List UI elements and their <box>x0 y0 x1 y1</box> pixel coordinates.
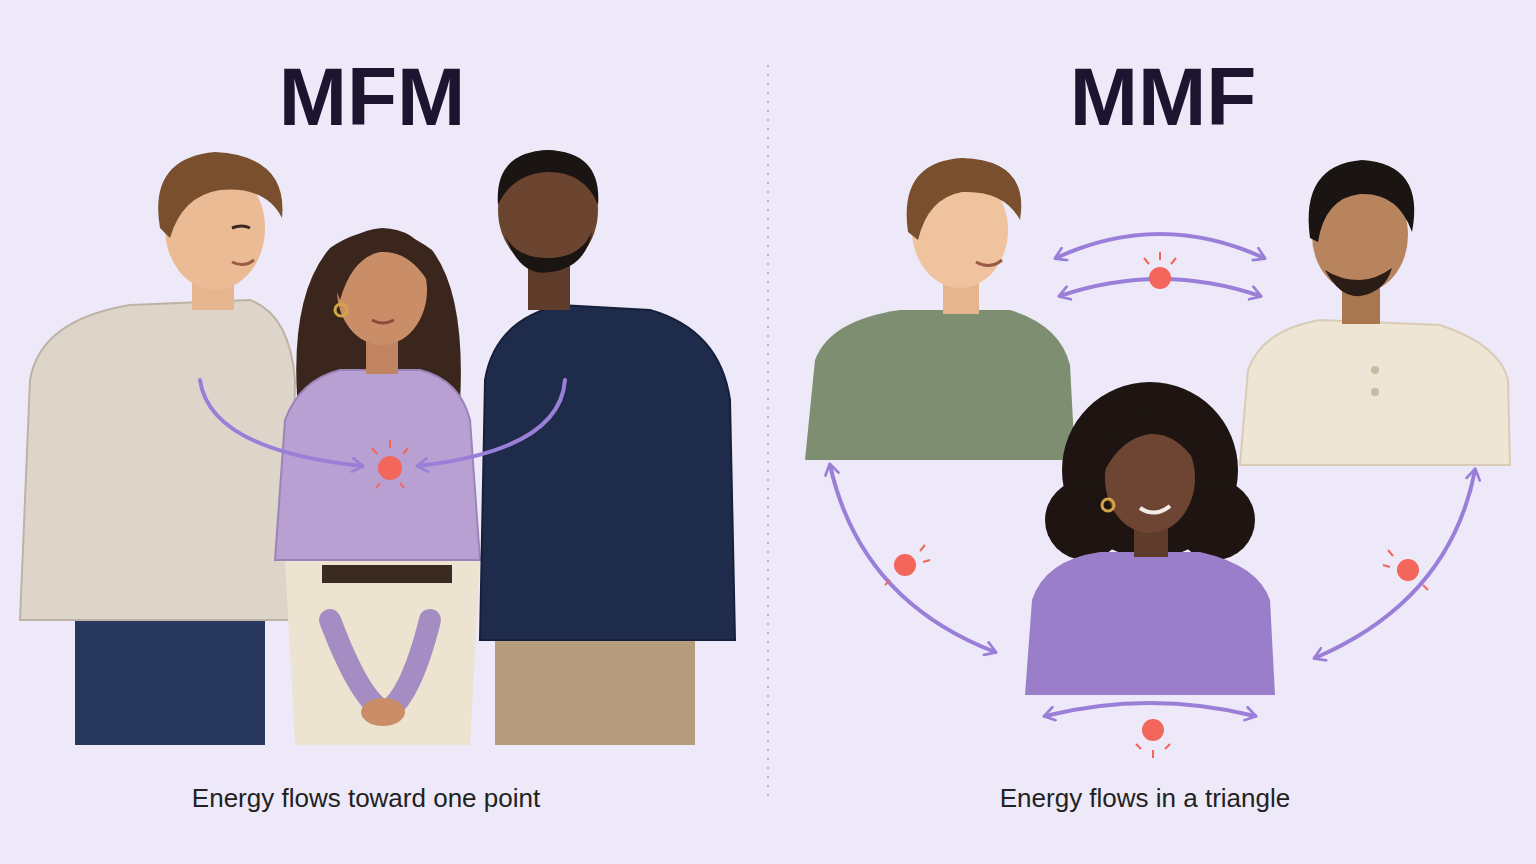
woman-figure <box>1025 382 1275 695</box>
rays <box>372 440 408 488</box>
rays <box>885 545 930 585</box>
dot <box>1149 267 1171 289</box>
button <box>1371 388 1379 396</box>
hands <box>361 698 405 726</box>
hair <box>1309 160 1415 242</box>
belt <box>322 565 452 583</box>
panel-heading: MMF <box>1070 52 1257 142</box>
hair-front <box>336 228 430 300</box>
sweater <box>480 305 735 640</box>
shirt <box>805 310 1075 460</box>
energy-dot <box>1383 550 1428 590</box>
beard <box>1325 268 1392 296</box>
rays <box>1144 252 1176 264</box>
eye <box>232 226 250 228</box>
button <box>1371 366 1379 374</box>
smile <box>976 260 1002 266</box>
hair <box>158 152 282 238</box>
divider <box>767 65 769 800</box>
rays <box>1383 550 1428 590</box>
top <box>1025 552 1275 695</box>
earring <box>335 304 347 316</box>
earring <box>1102 499 1114 511</box>
energy-arrow <box>830 465 995 652</box>
shirt <box>1240 320 1510 465</box>
energy-arrow <box>1045 703 1255 716</box>
dot <box>378 456 402 480</box>
energy-dot <box>885 545 930 585</box>
smile <box>232 260 254 265</box>
beard <box>505 232 592 273</box>
energy-arrow <box>1315 470 1475 658</box>
smile <box>372 320 394 323</box>
rays <box>1136 744 1170 758</box>
dot <box>894 554 916 576</box>
woman-figure <box>275 228 480 745</box>
hair <box>498 150 599 205</box>
energy-arrow <box>200 380 362 466</box>
hair <box>907 158 1022 240</box>
dot <box>1397 559 1419 581</box>
dot <box>1142 719 1164 741</box>
hair-front <box>1105 412 1196 470</box>
panel-heading: MFM <box>279 52 466 142</box>
sweater <box>20 300 295 620</box>
energy-dot <box>1136 719 1170 758</box>
man-figure <box>480 150 735 745</box>
smile <box>1140 506 1170 513</box>
panel-caption: Energy flows in a triangle <box>1000 784 1290 813</box>
energy-dot <box>1144 252 1176 289</box>
man-figure <box>20 152 295 745</box>
top <box>275 370 480 560</box>
pants <box>285 560 480 745</box>
man-figure <box>1240 160 1510 465</box>
pants <box>75 600 265 745</box>
energy-arrow <box>418 380 565 466</box>
panel-caption: Energy flows toward one point <box>192 784 540 813</box>
energy-dot <box>372 440 408 488</box>
man-figure <box>805 158 1075 460</box>
